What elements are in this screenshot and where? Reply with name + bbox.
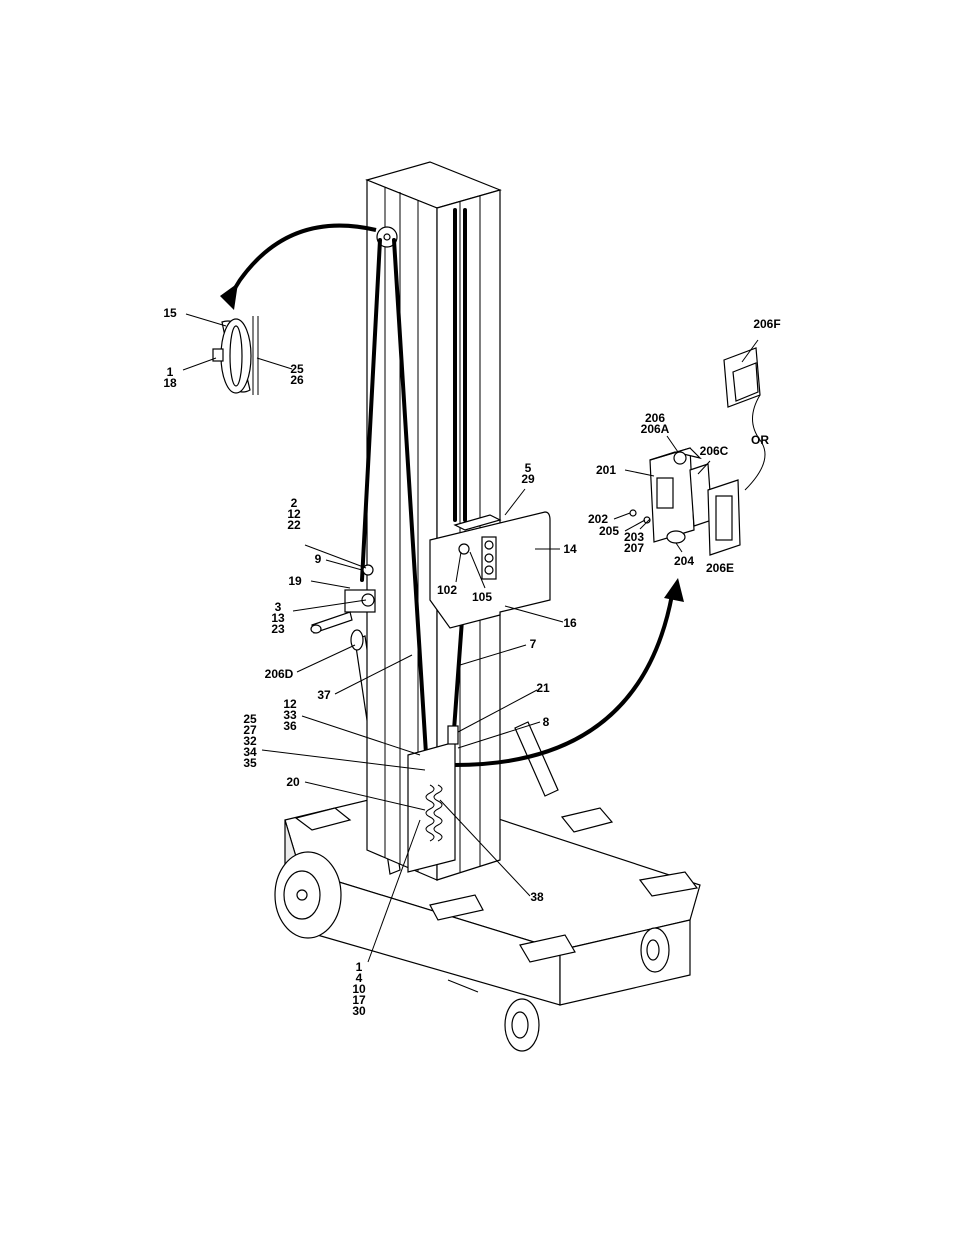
callout-c204: 204 (674, 554, 694, 568)
callout-line: 9 (315, 552, 322, 566)
callout-c20: 20 (286, 775, 300, 789)
callout-c21: 21 (536, 681, 550, 695)
arrow-head-right (664, 578, 684, 602)
callout-line: 21 (536, 681, 550, 695)
switch-box-detail (630, 348, 760, 555)
callout-line: 20 (286, 775, 300, 789)
callout-line: 204 (674, 554, 694, 568)
callout-line: 15 (163, 306, 177, 320)
callout-c16: 16 (563, 616, 577, 630)
callout-c206C: 206C (700, 444, 729, 458)
callout-c14: 14 (563, 542, 577, 556)
callout-cOR: OR (751, 433, 769, 447)
callout-line: 30 (352, 1004, 366, 1018)
callout-line: 206F (753, 317, 780, 331)
callout-c15: 15 (163, 306, 177, 320)
callout-line: 207 (624, 541, 644, 555)
callout-c19: 19 (288, 574, 302, 588)
callout-c8: 8 (543, 715, 550, 729)
callout-c205: 205 (599, 524, 619, 538)
callout-line: 14 (563, 542, 577, 556)
callout-line: OR (751, 433, 769, 447)
callout-c37: 37 (317, 688, 331, 702)
callout-c102: 102 (437, 583, 457, 597)
callout-line: 37 (317, 688, 331, 702)
callout-line: 206D (265, 667, 294, 681)
callout-line: 16 (563, 616, 577, 630)
callout-line: 26 (290, 373, 304, 387)
pulley-detail (213, 316, 258, 395)
callout-line: 206C (700, 444, 729, 458)
callout-c9: 9 (315, 552, 322, 566)
callout-line: 19 (288, 574, 302, 588)
callout-c7: 7 (530, 637, 537, 651)
callout-c201: 201 (596, 463, 616, 477)
callout-line: 36 (283, 719, 297, 733)
callout-line: 105 (472, 590, 492, 604)
callout-c206F: 206F (753, 317, 780, 331)
callout-c206E: 206E (706, 561, 734, 575)
callout-line: 206A (641, 422, 670, 436)
callout-line: 7 (530, 637, 537, 651)
callout-c206D: 206D (265, 667, 294, 681)
callout-line: 38 (530, 890, 544, 904)
callout-line: 8 (543, 715, 550, 729)
callout-line: 23 (271, 622, 285, 636)
callout-line: 201 (596, 463, 616, 477)
callout-c38: 38 (530, 890, 544, 904)
callout-line: 35 (243, 756, 257, 770)
callout-line: 205 (599, 524, 619, 538)
callout-line: 22 (287, 518, 301, 532)
callout-c105: 105 (472, 590, 492, 604)
callout-line: 206E (706, 561, 734, 575)
callout-line: 29 (521, 472, 535, 486)
arrow-head-left (220, 283, 238, 310)
callout-line: 102 (437, 583, 457, 597)
callout-line: 18 (163, 376, 177, 390)
